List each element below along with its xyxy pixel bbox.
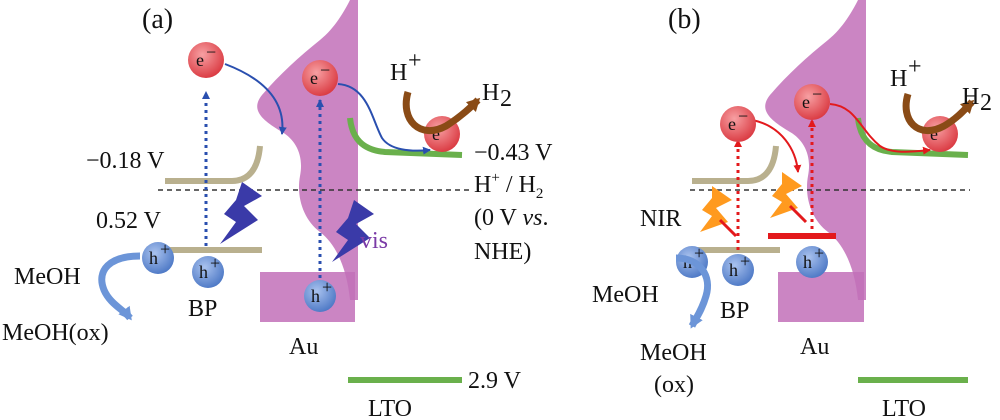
bp-conduction-band	[165, 145, 263, 184]
ref-line-2: (0 V vs.	[474, 205, 548, 231]
au-dos-shape	[765, 0, 866, 300]
svg-text:h: h	[311, 286, 320, 306]
svg-text:+: +	[210, 253, 220, 273]
svg-text:−: −	[206, 42, 216, 62]
ref-line-3: NHE)	[474, 239, 531, 265]
methanol-oxidized-label-2: (ox)	[654, 372, 694, 398]
panel-a-tag: (a)	[142, 4, 173, 35]
svg-text:h: h	[199, 262, 208, 282]
svg-text:e: e	[930, 124, 938, 144]
svg-text:+: +	[322, 277, 332, 297]
methanol-label: MeOH	[592, 282, 659, 308]
svg-text:−: −	[738, 106, 748, 126]
lto-conduction-band	[347, 117, 463, 158]
nir-flash-icon	[700, 186, 732, 232]
hydrogen-sub: 2	[980, 90, 992, 116]
svg-text:+: +	[740, 251, 750, 271]
hole-bp-2: h +	[722, 251, 754, 286]
bp-to-au-transfer-arrow	[224, 63, 287, 135]
au-label: Au	[800, 334, 829, 360]
hydrogen-label: H	[962, 84, 979, 110]
svg-text:−: −	[320, 60, 330, 80]
svg-text:−: −	[812, 84, 822, 104]
nir-flash-icon	[770, 172, 802, 218]
nir-light-label: NIR	[640, 206, 681, 232]
lto-label: LTO	[882, 396, 926, 420]
nir-ray	[788, 204, 808, 224]
au-to-lto-transfer-arrow	[829, 103, 931, 155]
hydrogen-label: H	[482, 80, 499, 106]
panel-a: (a) e − e −	[2, 0, 553, 420]
methanol-label: MeOH	[14, 264, 81, 290]
bp-conduction-band	[692, 145, 779, 184]
hole-bp-1: h +	[142, 239, 174, 274]
bp-vb-potential: 0.52 V	[96, 208, 162, 234]
electron-bp: e −	[720, 106, 756, 142]
lightning-bolt-icon	[332, 200, 374, 262]
au-block	[778, 272, 864, 322]
svg-text:e: e	[728, 114, 736, 134]
svg-text:e: e	[196, 50, 204, 70]
proton-sup: +	[908, 54, 922, 80]
vis-light-label: vis	[360, 228, 388, 254]
methanol-oxidized-label: MeOH(ox)	[2, 320, 109, 346]
electron-au: e −	[794, 84, 830, 120]
svg-text:e: e	[432, 124, 440, 144]
svg-text:e: e	[310, 68, 318, 88]
methanol-oxidation-arrow	[675, 254, 711, 329]
svg-text:+: +	[160, 239, 170, 259]
hydrogen-sub: 2	[500, 86, 512, 112]
lto-vb-potential: 2.9 V	[468, 368, 522, 394]
electron-au: e −	[302, 60, 338, 96]
hydrogen-evolution-arrow	[902, 92, 975, 135]
hydrogen-evolution-arrow	[402, 91, 481, 135]
au-to-lto-transfer-arrow	[337, 83, 431, 155]
svg-text:h: h	[803, 252, 812, 272]
bp-to-au-transfer-arrow	[751, 119, 802, 173]
hole-bp-2: h +	[192, 253, 224, 288]
electron-bp: e −	[188, 42, 224, 78]
proton-label: H	[390, 60, 407, 86]
bp-cb-potential: −0.18 V	[86, 148, 165, 174]
methanol-oxidized-label-1: MeOH	[640, 340, 707, 366]
proton-sup: +	[408, 48, 422, 74]
svg-text:h: h	[149, 248, 158, 268]
ref-line-1: H+ / H2	[474, 170, 543, 202]
au-label: Au	[289, 334, 318, 360]
proton-label: H	[890, 66, 907, 92]
lto-cb-potential: −0.43 V	[474, 140, 553, 166]
lightning-bolt-icon	[220, 182, 262, 244]
svg-text:+: +	[814, 243, 824, 263]
svg-text:+: +	[694, 243, 704, 263]
lto-conduction-band	[855, 117, 969, 158]
hole-au: h +	[304, 277, 336, 312]
hole-au: h +	[796, 243, 828, 278]
svg-text:h: h	[729, 260, 738, 280]
svg-text:e: e	[802, 92, 810, 112]
panel-b: (b) e − e −	[592, 0, 992, 420]
methanol-oxidation-arrow	[98, 252, 141, 321]
nir-ray	[718, 218, 738, 238]
panel-b-tag: (b)	[668, 4, 701, 35]
bp-label: BP	[188, 296, 217, 322]
lto-label: LTO	[368, 396, 412, 420]
bp-label: BP	[720, 298, 749, 324]
